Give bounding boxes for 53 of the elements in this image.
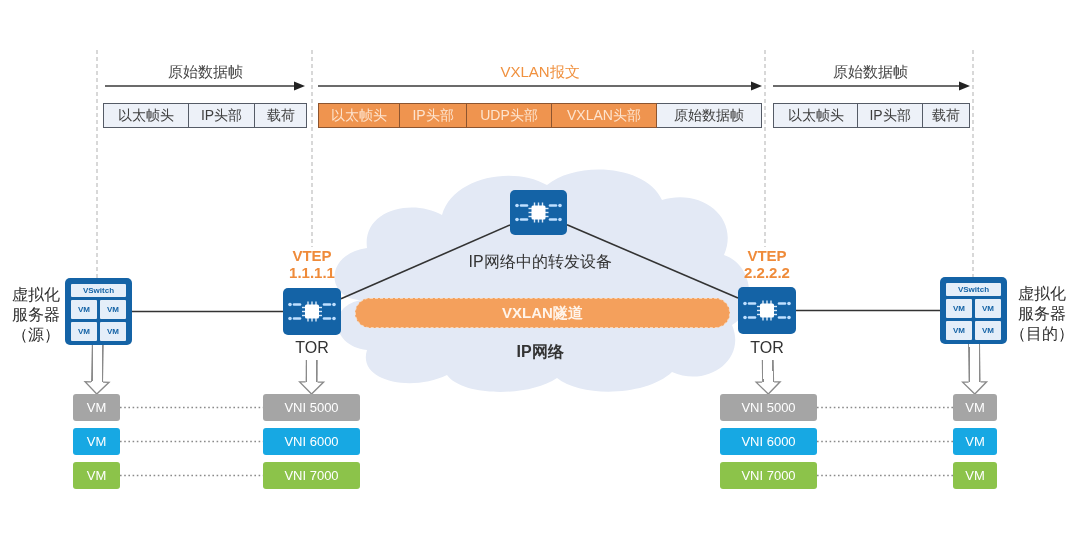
vm-tag: VM [73,428,120,455]
connection-line [131,310,284,313]
vm-slot: VM [71,322,97,341]
frame-field: UDP头部 [467,103,552,128]
vtep-label: VTEP 1.1.1.1 [288,247,336,283]
frame-field: 以太帧头 [318,103,400,128]
server-label: 虚拟化服务器（目的） [1010,284,1074,344]
server-label: 虚拟化服务器（源） [12,285,60,345]
vm-slot: VM [946,299,972,318]
vm-tag: VM [953,462,997,489]
tunnel-band: VXLAN隧道 [355,298,730,328]
vm-slot: VM [71,300,97,319]
vni-tag: VNI 7000 [263,462,360,489]
vm-slot: VM [100,322,126,341]
device-label: TOR [749,338,785,358]
dotted-line [816,406,954,409]
frame-field: 载荷 [923,103,970,128]
frame-field: IP头部 [189,103,255,128]
vm-slot: VM [946,321,972,340]
vm-tag: VM [73,394,120,421]
frame-field: IP头部 [858,103,923,128]
vswitch-bar: VSwitch [946,283,1001,296]
dotted-line [816,440,954,443]
vm-tag: VM [953,394,997,421]
frame-field: 载荷 [255,103,307,128]
device-label: TOR [294,338,330,358]
connection-line [340,224,511,300]
switch-icon [510,190,567,235]
vtep-label: VTEP 2.2.2.2 [743,247,791,283]
frame-field: 以太帧头 [103,103,189,128]
frame-title: VXLAN报文 [500,62,580,82]
vni-tag: VNI 5000 [720,394,817,421]
connection-line [795,309,941,312]
vni-tag: VNI 7000 [720,462,817,489]
frame-field: IP头部 [400,103,467,128]
frame-field: 原始数据帧 [657,103,762,128]
vm-slot: VM [975,299,1001,318]
vni-tag: VNI 6000 [263,428,360,455]
frame-field: VXLAN头部 [552,103,657,128]
vni-tag: VNI 5000 [263,394,360,421]
vm-tag: VM [73,462,120,489]
vm-tag: VM [953,428,997,455]
dotted-line [816,474,954,477]
vm-slot: VM [100,300,126,319]
network-label: IP网络 [515,342,565,362]
vni-tag: VNI 6000 [720,428,817,455]
frame-title: 原始数据帧 [167,62,243,82]
frame-title: 原始数据帧 [832,62,908,82]
device-caption: IP网络中的转发设备 [468,252,612,272]
frame-field: 以太帧头 [773,103,858,128]
vswitch-bar: VSwitch [71,284,126,297]
connection-line [566,223,739,299]
vm-slot: VM [975,321,1001,340]
